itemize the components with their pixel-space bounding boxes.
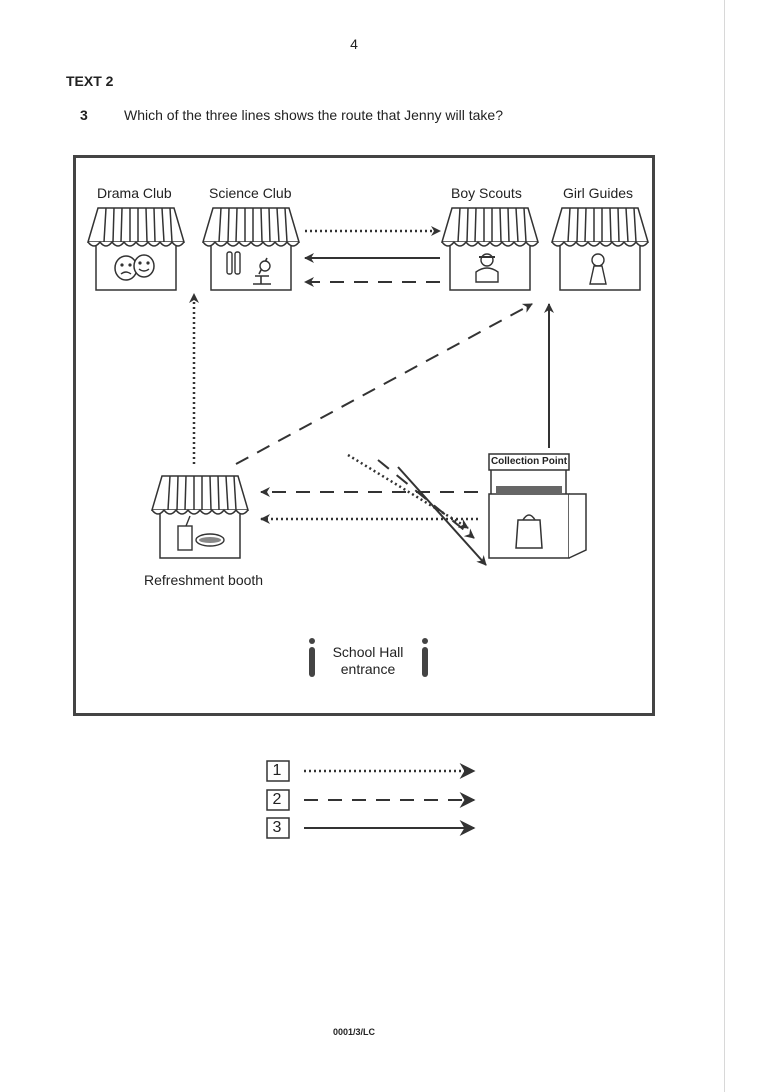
route-map: Drama Club Science Club Boy Scouts Girl … [73, 155, 655, 716]
entrance-label-line-1: School Hall [332, 644, 404, 660]
legend-box-2 [266, 789, 290, 811]
refreshment-booth-label: Refreshment booth [144, 572, 264, 588]
science-club-label: Science Club [209, 185, 292, 201]
drama-club-booth [88, 208, 184, 290]
science-club-booth [203, 208, 299, 290]
page-number: 4 [350, 36, 358, 52]
info-marker-right [422, 638, 428, 677]
food-drink-icon [177, 515, 225, 551]
shopping-bag-icon [515, 514, 543, 549]
boy-scouts-booth [442, 208, 538, 290]
question-text: Which of the three lines shows the route… [124, 107, 503, 123]
guide-icon [589, 253, 607, 285]
info-marker-left [309, 638, 315, 677]
legend-box-3 [266, 817, 290, 839]
legend-number-3: 3 [272, 819, 282, 836]
solid-routes [304, 253, 554, 566]
line-legend: 1 2 3 [266, 760, 486, 844]
boy-scouts-label: Boy Scouts [451, 185, 522, 201]
scout-icon [475, 253, 499, 283]
drama-club-label: Drama Club [97, 185, 172, 201]
school-hall-entrance-label: School Hall entrance [326, 644, 410, 678]
collection-point-label: Collection Point [490, 456, 568, 467]
section-title: TEXT 2 [66, 73, 114, 89]
legend-drawing [266, 760, 476, 839]
entrance-label-line-2: entrance [340, 661, 396, 677]
page-edge [724, 0, 725, 1092]
refreshment-booth [152, 476, 248, 558]
girl-guides-booth [552, 208, 648, 290]
legend-number-2: 2 [272, 791, 282, 808]
theatre-masks-icon [114, 254, 155, 281]
microscope-icon [226, 251, 271, 285]
dotted-routes [189, 226, 478, 530]
question-number: 3 [80, 107, 88, 123]
footer-code: 0001/3/LC [332, 1027, 376, 1037]
collection-point-stall [488, 453, 587, 559]
dashed-routes [235, 277, 533, 539]
girl-guides-label: Girl Guides [563, 185, 634, 201]
legend-number-1: 1 [272, 762, 282, 779]
legend-box-1 [266, 760, 290, 782]
route-map-drawing [76, 158, 652, 677]
